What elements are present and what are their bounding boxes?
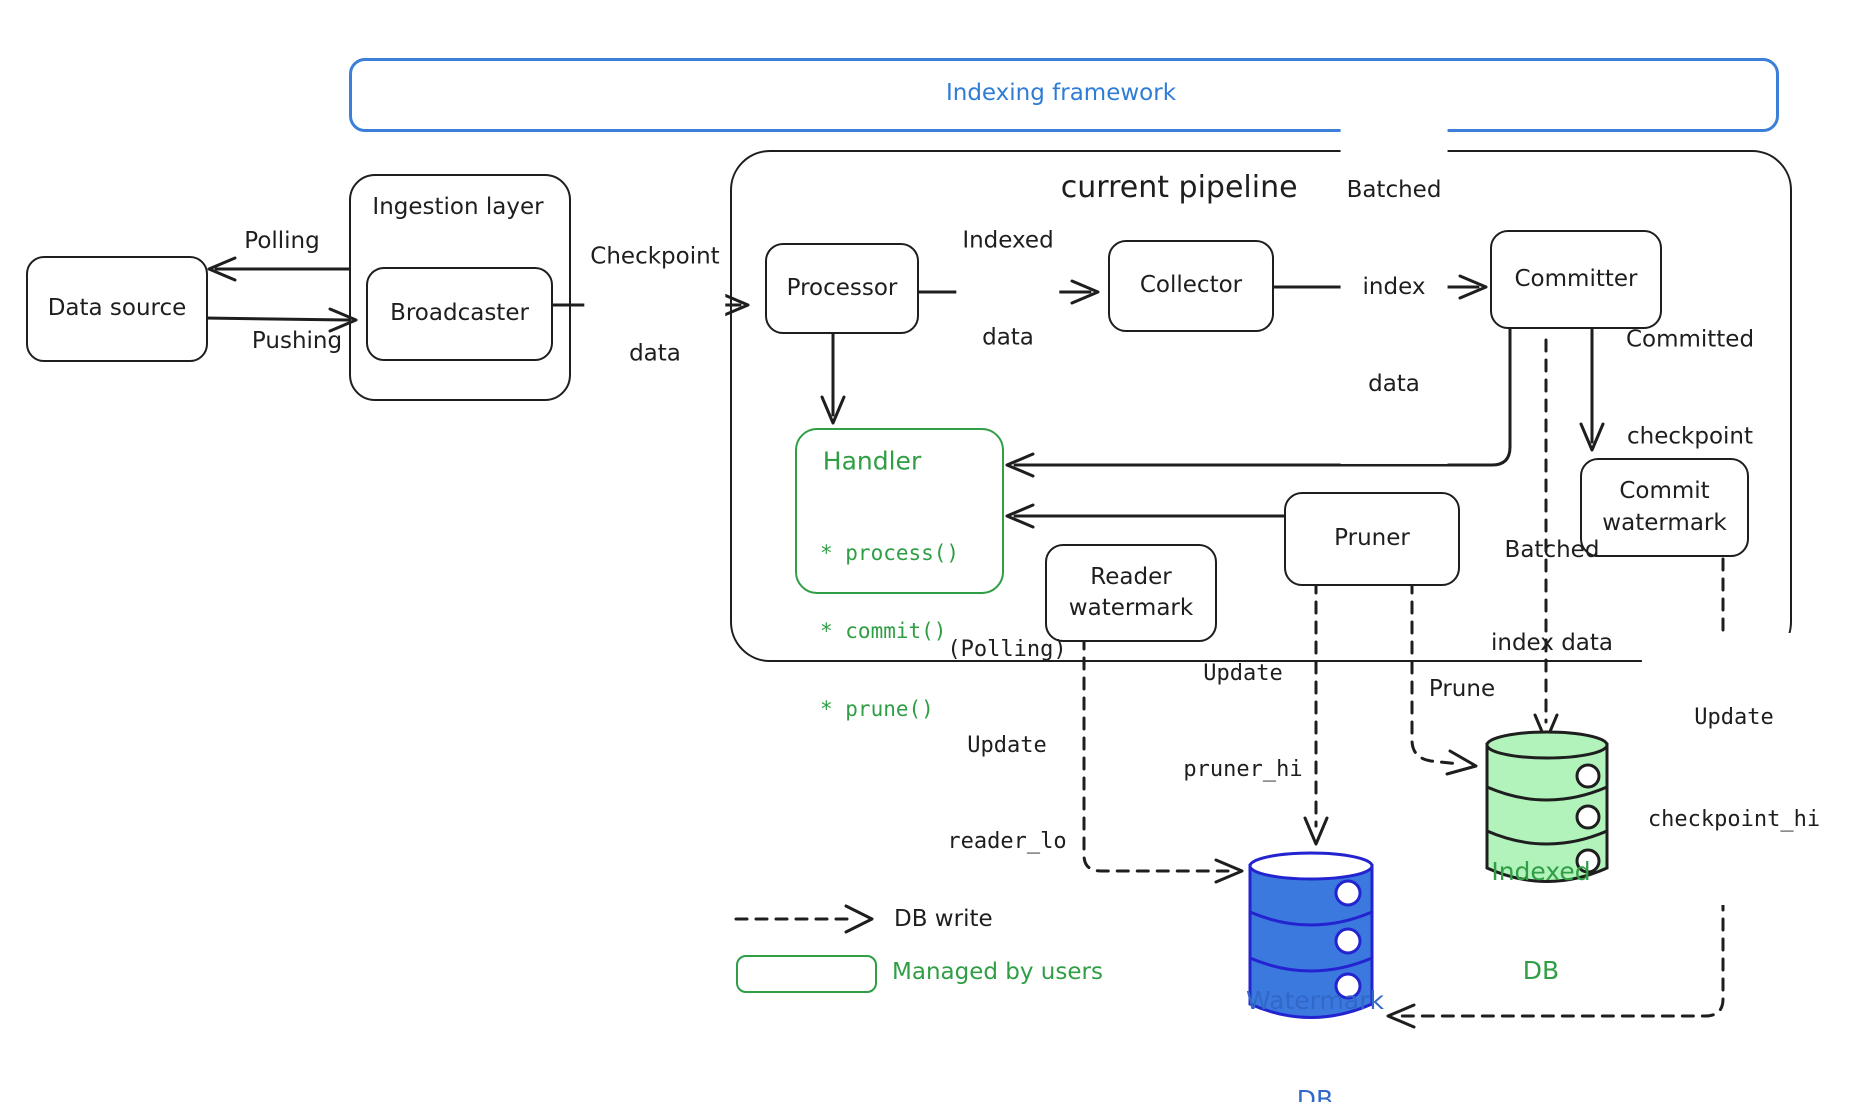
pruner-to-handler-arrow (1005, 503, 1286, 529)
checkpoint-data-label: Checkpoint data (584, 176, 726, 434)
pruner-label: Pruner (1334, 525, 1410, 552)
checkpoint-hi-dashed-arrow (1386, 557, 1725, 1029)
pushing-label: Pushing (251, 327, 343, 354)
handler-box (795, 428, 1004, 594)
processor-label: Processor (786, 274, 898, 301)
prune-label: Prune (1428, 675, 1496, 702)
pushing-arrow (202, 307, 358, 333)
pruner-box: Pruner (1284, 492, 1460, 586)
indexing-framework-banner (349, 58, 1779, 132)
reader-watermark-label-line2: watermark (1068, 595, 1194, 621)
legend-db-write-arrow (734, 904, 874, 934)
handler-method-commit: * commit() (820, 619, 947, 643)
indexed-db-icon (1485, 730, 1609, 883)
indexed-data-label: Indexed data (956, 160, 1060, 418)
handler-methods: * process() * commit() * prune() (820, 488, 959, 774)
data-source-box: Data source (26, 256, 208, 362)
polling-arrow (207, 256, 351, 282)
batched-index-data-top-label: Batched index data (1340, 109, 1448, 465)
legend-managed-by-users-label: Managed by users (892, 958, 1103, 985)
indexing-framework-title: Indexing framework (945, 79, 1177, 106)
reader-watermark-label-line1: Reader (1090, 563, 1172, 590)
committer-label: Committer (1514, 265, 1638, 292)
collector-box: Collector (1108, 240, 1274, 332)
commit-watermark-label-line1: Commit (1619, 478, 1710, 505)
ingestion-layer-title: Ingestion layer (372, 193, 544, 220)
broadcaster-box: Broadcaster (366, 267, 553, 361)
reader-watermark-box: Reader watermark (1045, 544, 1217, 642)
prune-dashed-arrow (1410, 580, 1478, 776)
committer-to-handler-arrow (1005, 323, 1512, 478)
legend-db-write-label: DB write (894, 905, 993, 932)
polling-label: Polling (244, 227, 320, 254)
polling-update-reader-lo-label: (Polling) Update reader_lo (947, 637, 1067, 854)
reader-lo-dashed-arrow (1082, 636, 1244, 884)
committer-box: Committer (1490, 230, 1662, 329)
broadcaster-label: Broadcaster (390, 300, 529, 327)
handler-method-prune: * prune() (820, 697, 934, 721)
legend-managed-by-users-swatch (736, 955, 877, 993)
pruner-hi-dashed-arrow (1303, 580, 1329, 846)
commit-watermark-label-line2: watermark (1602, 509, 1727, 536)
commit-watermark-box: Commit watermark (1580, 458, 1749, 557)
indexed-db-label: Indexed DB (1491, 857, 1591, 985)
watermark-db-label: Watermark DB (1246, 986, 1384, 1102)
watermark-db-icon (1248, 851, 1374, 1019)
handler-method-process: * process() (820, 541, 960, 565)
ingestion-layer-box (349, 174, 571, 401)
concurrent-pipeline-box (730, 150, 1792, 662)
update-checkpoint-hi-label: Update checkpoint_hi (1641, 633, 1827, 905)
update-pruner-hi-label: Update pruner_hi (1183, 661, 1303, 782)
committed-checkpoint-arrow (1579, 323, 1605, 452)
collector-label: Collector (1139, 272, 1243, 299)
data-source-label: Data source (47, 295, 187, 322)
batched-index-data-bottom-label: Batched index data (1490, 537, 1614, 656)
processor-box: Processor (765, 243, 919, 334)
committed-checkpoint-label: Committed checkpoint (1625, 326, 1755, 450)
handler-title: Handler (822, 446, 922, 476)
processor-to-handler-arrow (820, 332, 846, 425)
